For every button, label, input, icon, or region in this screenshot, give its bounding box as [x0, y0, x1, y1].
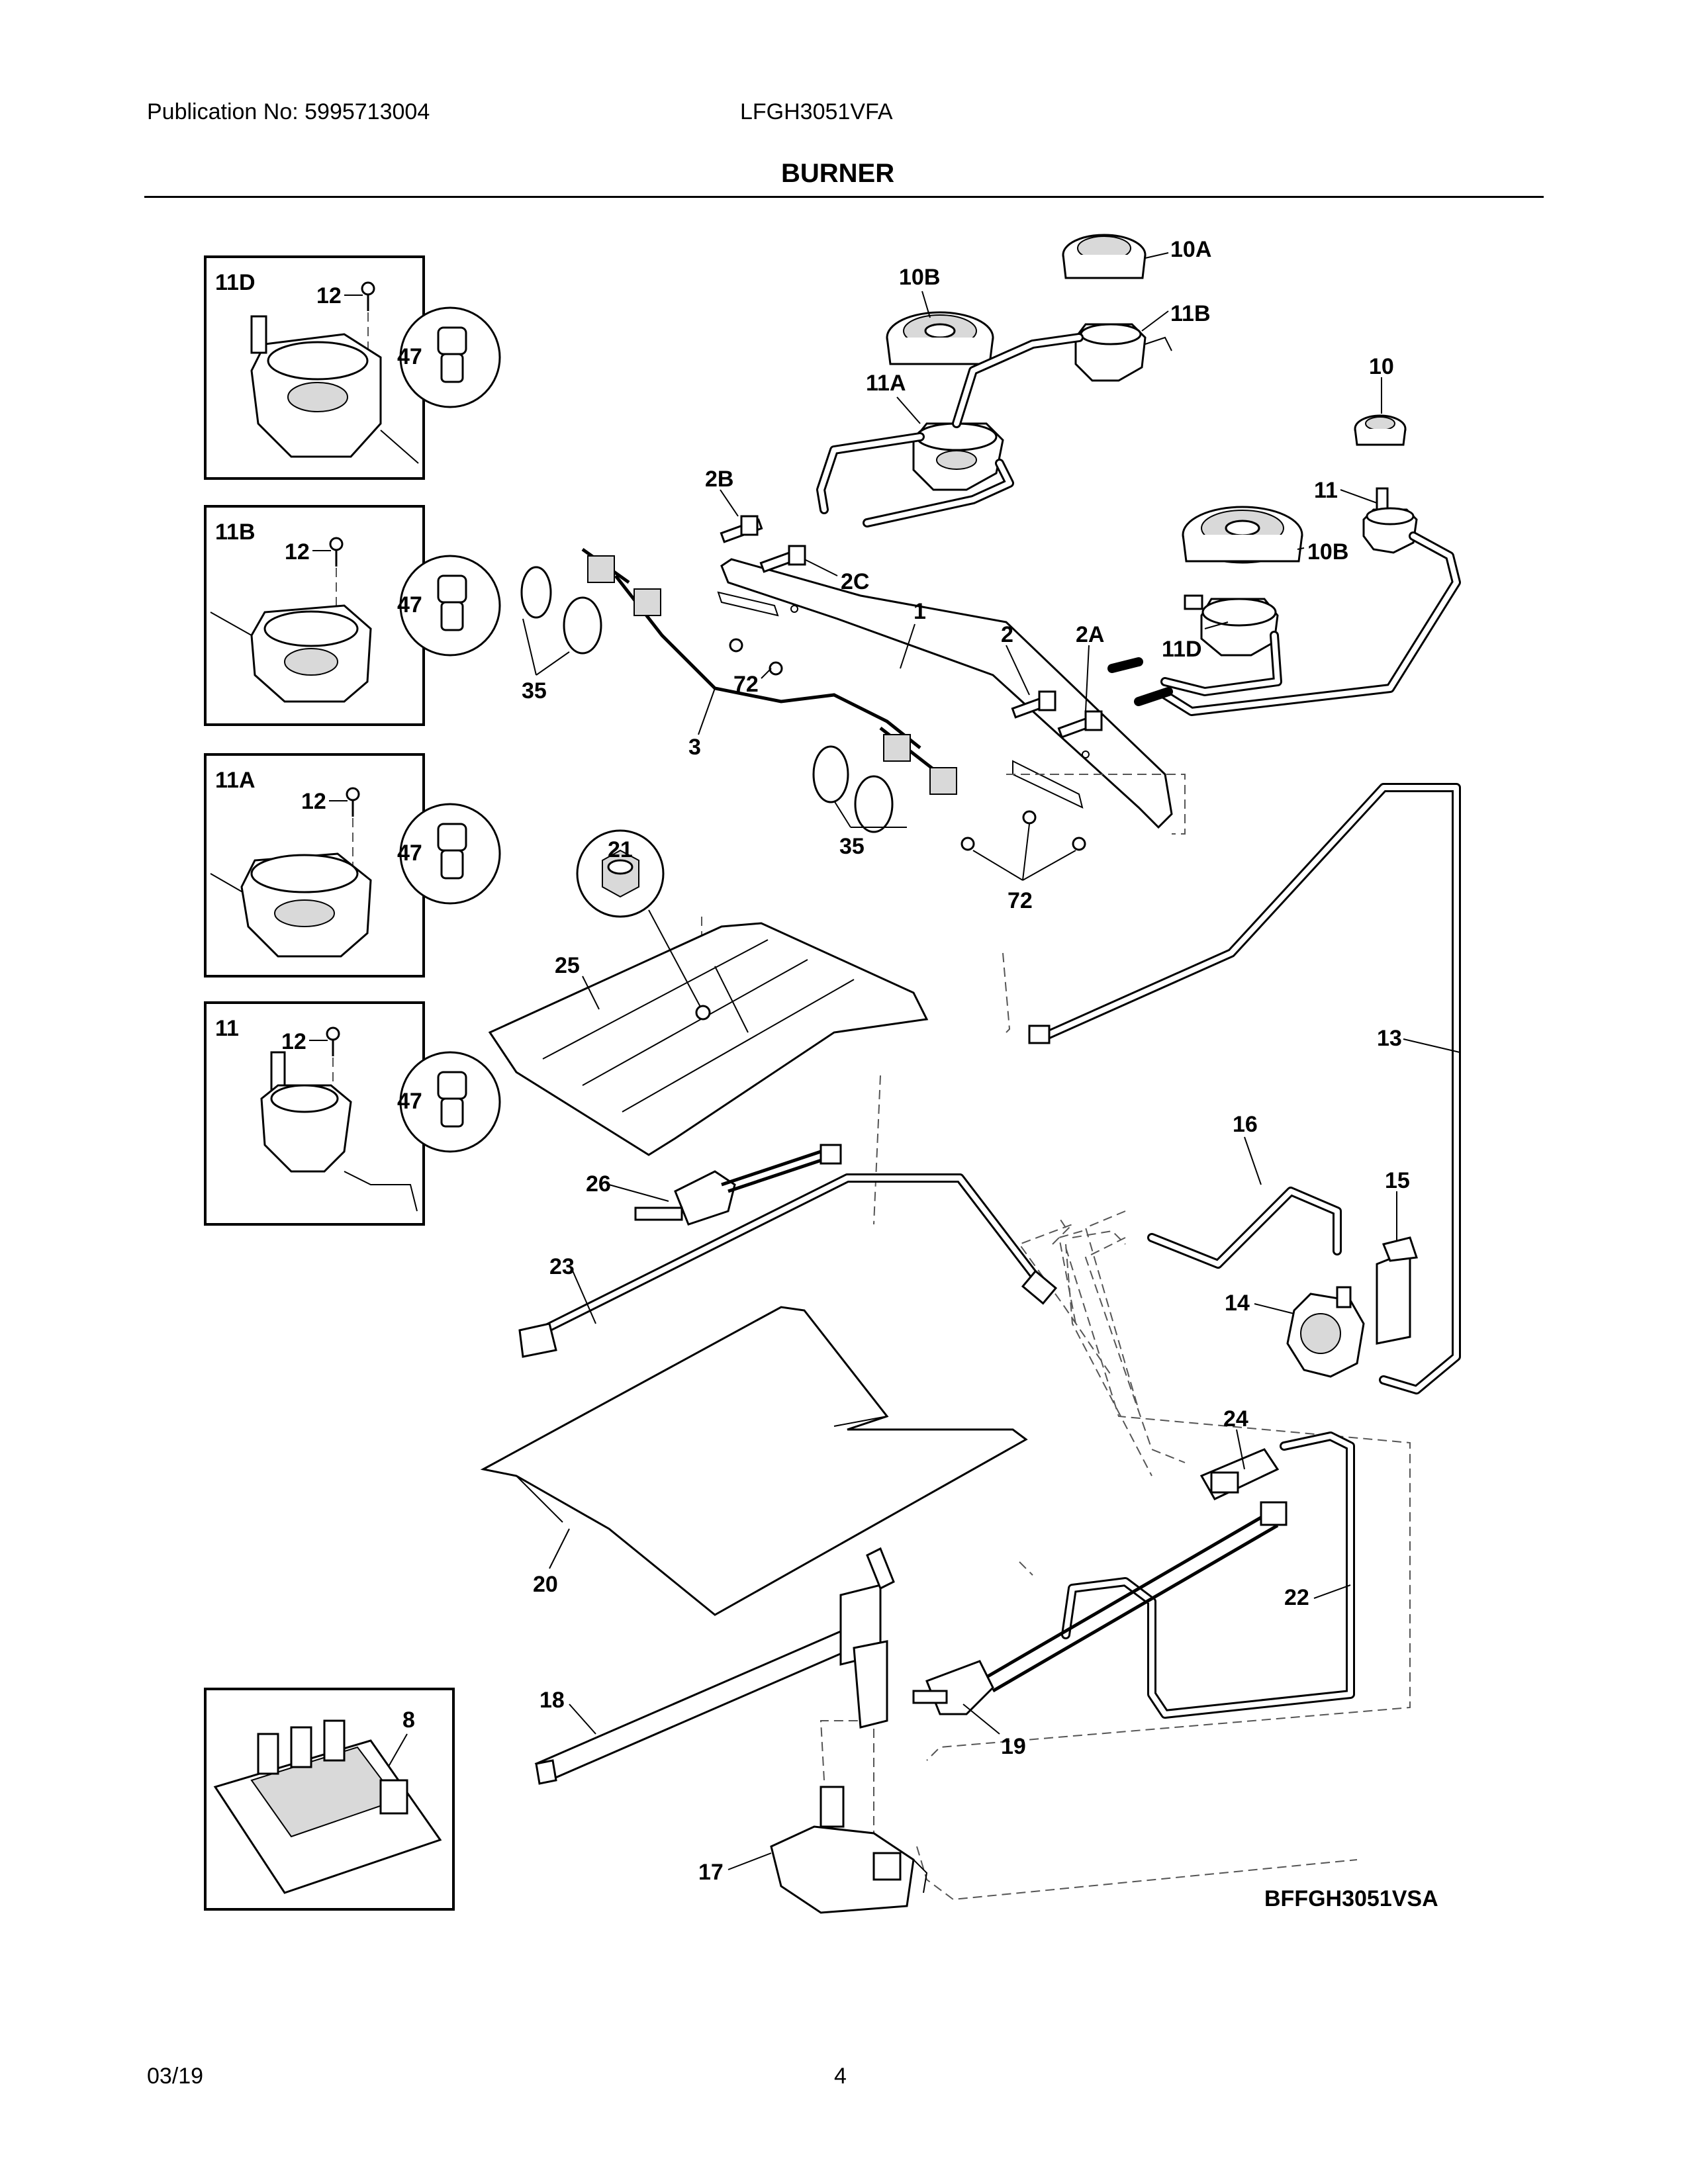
- valve-2B: [720, 515, 763, 543]
- inset-11-knob-label: 47: [397, 1089, 422, 1114]
- callout-11D: 11D: [1162, 637, 1202, 662]
- callout-14: 14: [1225, 1291, 1250, 1316]
- fitting-13: [1028, 1024, 1051, 1044]
- callout-22: 22: [1284, 1585, 1309, 1610]
- manifold-bracket-1: [717, 558, 1173, 829]
- burner-tube-18: [534, 1547, 895, 1785]
- inset-11A-screw-label: 12: [301, 789, 326, 814]
- inset-11B-knob-label: 47: [397, 592, 422, 617]
- valve-2: [1011, 690, 1056, 719]
- callout-13: 13: [1377, 1026, 1402, 1051]
- callout-25: 25: [555, 953, 580, 978]
- connector-19: [1260, 1501, 1288, 1526]
- callout-15: 15: [1385, 1168, 1410, 1193]
- callout-21: 21: [608, 837, 633, 862]
- inset-8-label: 8: [402, 1707, 415, 1733]
- baffle-25: [488, 922, 929, 1156]
- callout-23: 23: [549, 1254, 575, 1279]
- burner-base-11: [1362, 487, 1418, 554]
- burner-base-11B: [1074, 323, 1172, 382]
- leader-lines: [522, 252, 1460, 1870]
- callout-72-top: 72: [733, 672, 759, 697]
- page-title: BURNER: [781, 159, 895, 188]
- callout-35-bottom: 35: [839, 834, 865, 859]
- callout-16: 16: [1233, 1112, 1258, 1137]
- burner-head-10A: [1062, 234, 1147, 279]
- page-number: 4: [834, 2064, 847, 2089]
- callout-24: 24: [1223, 1406, 1248, 1432]
- valve-2A: [1057, 710, 1103, 739]
- valve-2C: [759, 545, 806, 573]
- callout-3: 3: [688, 735, 701, 760]
- igniter-26: [634, 1144, 842, 1226]
- callout-11: 11: [1314, 478, 1338, 503]
- callout-2: 2: [1001, 622, 1013, 647]
- inset-11B: 11B 12 47: [204, 505, 501, 726]
- screws-72: [729, 638, 1086, 851]
- callout-26: 26: [586, 1171, 611, 1197]
- inset-8: 8: [204, 1688, 455, 1911]
- regulator-14: [1286, 1286, 1365, 1378]
- inset-11B-screw-label: 12: [285, 539, 310, 565]
- callout-10B-right: 10B: [1307, 539, 1348, 565]
- safety-valve-19: [912, 1660, 994, 1715]
- callout-2A: 2A: [1076, 622, 1104, 647]
- burner-head-10B-right: [1182, 506, 1303, 564]
- burner-base-11D: [1184, 594, 1279, 657]
- ignition-switch-35-upper: [520, 555, 661, 655]
- callout-10: 10: [1369, 354, 1394, 379]
- callout-72-bottom: 72: [1008, 888, 1033, 913]
- inset-11D-label: 11D: [215, 270, 256, 295]
- callout-10A: 10A: [1170, 237, 1211, 262]
- callout-2B: 2B: [705, 467, 733, 492]
- regulator-17: [770, 1786, 928, 1914]
- callout-18: 18: [539, 1688, 565, 1713]
- baffle-20: [480, 1306, 1028, 1616]
- callout-35-left: 35: [522, 678, 547, 704]
- callout-19: 19: [1001, 1734, 1026, 1759]
- inset-11A-knob-label: 47: [397, 841, 422, 866]
- nut-21: [576, 829, 711, 1021]
- model-number: LFGH3051VFA: [740, 99, 893, 124]
- callout-11B: 11B: [1170, 301, 1211, 326]
- inset-11-screw-label: 12: [281, 1029, 306, 1054]
- burner-head-10: [1354, 414, 1407, 446]
- inset-11A: 11A 12 47: [204, 753, 501, 978]
- callout-11A: 11A: [866, 371, 906, 396]
- valve-24: [1199, 1448, 1280, 1500]
- ignition-switch-35-lower: [812, 734, 957, 833]
- burner-tube-23: [518, 1173, 1058, 1358]
- inset-11B-label: 11B: [215, 520, 256, 545]
- diagram-code: BFFGH3051VSA: [1264, 1886, 1438, 1911]
- inset-11: 11 12 47: [204, 1001, 501, 1226]
- bracket-15: [1376, 1236, 1419, 1345]
- callout-2C: 2C: [841, 569, 869, 594]
- publication-number: Publication No: 5995713004: [147, 99, 430, 124]
- footer-date: 03/19: [147, 2064, 204, 2089]
- inset-11D-knob-label: 47: [397, 344, 422, 369]
- callout-17: 17: [698, 1860, 724, 1885]
- callout-10B-top: 10B: [899, 265, 940, 290]
- burner-head-10B-top: [886, 311, 994, 365]
- inset-11D: 11D 12 47: [204, 255, 501, 480]
- callout-20: 20: [533, 1572, 558, 1597]
- inset-11D-screw-label: 12: [316, 283, 342, 308]
- inset-11A-label: 11A: [215, 768, 256, 793]
- callout-1: 1: [914, 599, 926, 624]
- inset-11-label: 11: [215, 1016, 239, 1041]
- header-rule: [144, 196, 1544, 198]
- burner-base-11A: [912, 422, 1004, 491]
